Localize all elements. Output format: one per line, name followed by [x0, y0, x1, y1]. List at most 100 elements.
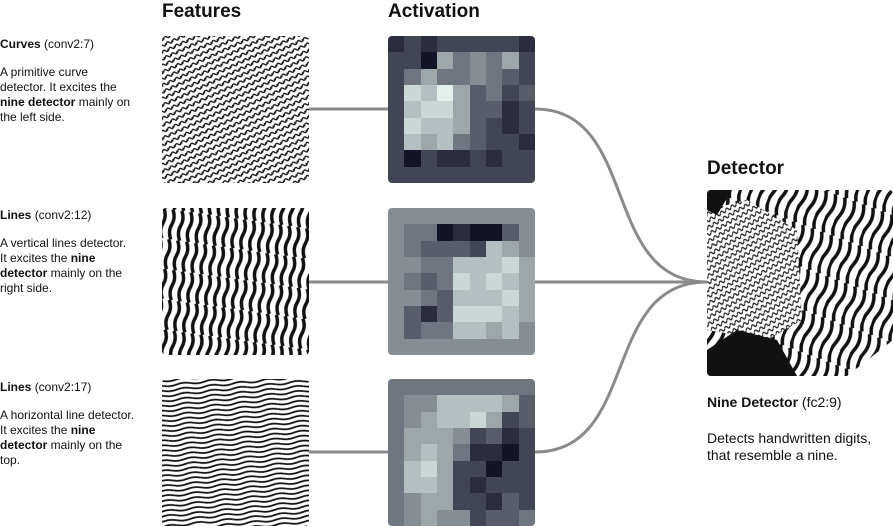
activation-cell [420, 117, 437, 134]
activation-cell [437, 322, 454, 339]
activation-cell [404, 208, 421, 225]
activation-cell [502, 395, 519, 412]
feature-desc-bold: nine detector [0, 95, 76, 109]
activation-cell [388, 166, 405, 183]
activation-cell [437, 68, 454, 85]
activation-cell [437, 166, 454, 183]
activation-cell [486, 273, 503, 290]
detector-header: Detector [707, 158, 785, 179]
activation-cell [469, 338, 486, 355]
activation-cell [502, 68, 519, 85]
activation-cell [502, 493, 519, 510]
activation-cell [518, 240, 535, 257]
activation-cell [420, 257, 437, 274]
activation-cell [404, 322, 421, 339]
activation-cell [437, 52, 454, 69]
activation-cell [420, 240, 437, 257]
activation-cell [502, 428, 519, 445]
activation-cell [469, 289, 486, 306]
feature-name: Lines [0, 208, 32, 222]
vertical-lines-activation-map [388, 208, 535, 355]
activation-cell [469, 306, 486, 323]
activation-cell [420, 509, 437, 526]
activation-cell [469, 444, 486, 461]
activation-cell [388, 52, 405, 69]
detector-description: Detects handwritten digits, that resembl… [707, 430, 872, 463]
activation-cell [486, 85, 503, 102]
activation-cell [486, 444, 503, 461]
activation-cell [518, 68, 535, 85]
activation-cell [518, 509, 535, 526]
vertical-lines-feature-visualization [162, 208, 309, 355]
activation-cell [502, 273, 519, 290]
activation-cell [518, 395, 535, 412]
activation-cell [486, 289, 503, 306]
activation-cell [404, 338, 421, 355]
activation-cell [388, 240, 405, 257]
activation-cell [518, 460, 535, 477]
activation-cell [437, 85, 454, 102]
activation-cell [420, 477, 437, 494]
activation-cell [453, 306, 470, 323]
activation-cell [404, 289, 421, 306]
activation-cell [469, 493, 486, 510]
activation-cell [486, 306, 503, 323]
activation-cell [404, 117, 421, 134]
activation-cell [404, 379, 421, 396]
activation-cell [404, 68, 421, 85]
activation-cell [518, 85, 535, 102]
activation-cell [469, 166, 486, 183]
activation-cell [453, 289, 470, 306]
activation-cell [486, 150, 503, 167]
horizontal-lines-activation-map [388, 379, 535, 526]
activation-cell [502, 101, 519, 118]
activation-cell [453, 117, 470, 134]
activation-cell [453, 134, 470, 151]
activation-cell [404, 477, 421, 494]
activation-cell [518, 208, 535, 225]
activation-cell [437, 208, 454, 225]
activation-cell [469, 208, 486, 225]
activation-cell [469, 85, 486, 102]
activation-cell [453, 150, 470, 167]
activation-cell [388, 134, 405, 151]
activation-cell [518, 493, 535, 510]
activation-cell [486, 166, 503, 183]
activation-cell [404, 460, 421, 477]
activation-cell [404, 306, 421, 323]
feature-description-vertical-lines: Lines (conv2:12) A vertical lines detect… [0, 208, 135, 296]
activation-cell [388, 477, 405, 494]
activation-cell [404, 411, 421, 428]
activation-cell [453, 460, 470, 477]
activation-cell [420, 379, 437, 396]
activation-cell [502, 150, 519, 167]
activation-cell [469, 68, 486, 85]
activation-cell [404, 150, 421, 167]
activation-cell [518, 36, 535, 53]
activation-cell [518, 322, 535, 339]
activation-cell [388, 85, 405, 102]
activation-cell [404, 428, 421, 445]
activation-cell [469, 117, 486, 134]
activation-cell [404, 166, 421, 183]
detector-name: Nine Detector [707, 394, 799, 410]
activation-cell [420, 273, 437, 290]
activation-cell [420, 395, 437, 412]
activation-cell [388, 428, 405, 445]
activation-cell [518, 306, 535, 323]
activation-cell [469, 428, 486, 445]
feature-name: Lines [0, 380, 32, 394]
activation-cell [453, 208, 470, 225]
activation-cell [388, 117, 405, 134]
activation-cell [388, 444, 405, 461]
activation-cell [486, 493, 503, 510]
feature-desc-text-end: mainly on the top. [0, 438, 123, 467]
activation-cell [469, 322, 486, 339]
activation-cell [502, 85, 519, 102]
activation-cell [502, 208, 519, 225]
activation-cell [453, 338, 470, 355]
activation-cell [486, 134, 503, 151]
activation-cell [388, 509, 405, 526]
activation-cell [453, 68, 470, 85]
activation-cell [453, 428, 470, 445]
